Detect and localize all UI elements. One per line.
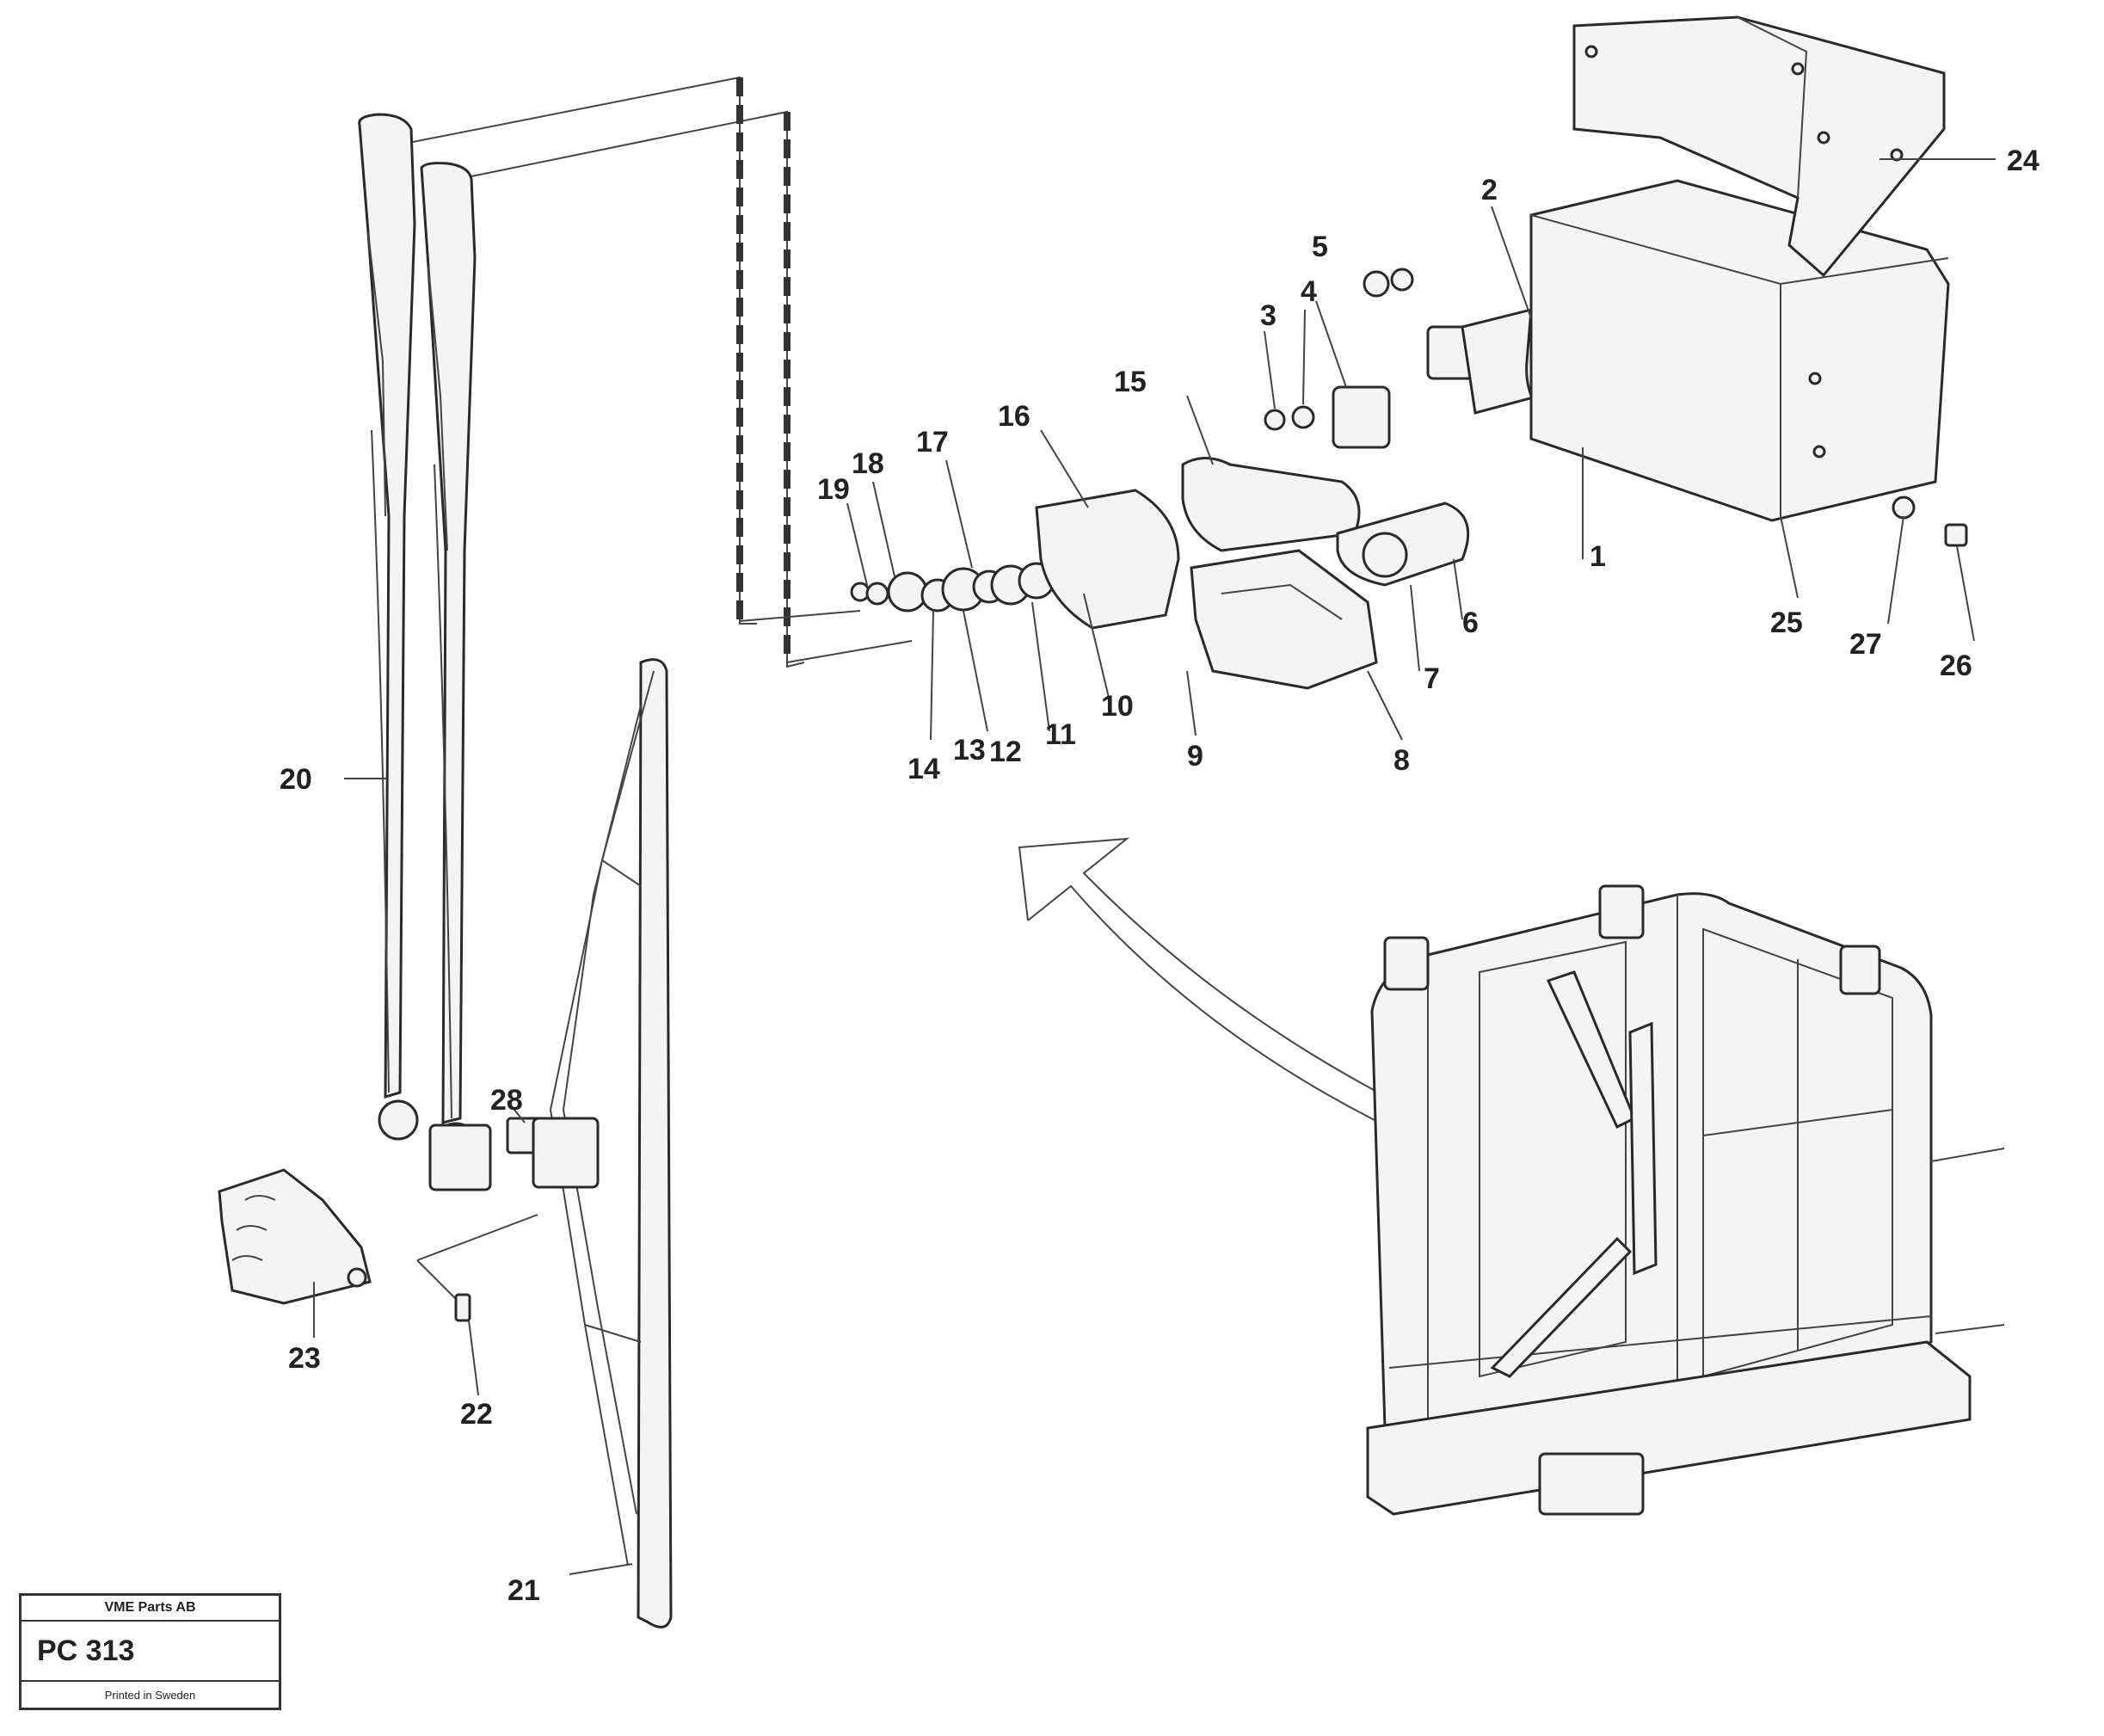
label-11: 11: [1045, 718, 1076, 751]
label-20: 20: [280, 763, 312, 796]
label-17: 17: [916, 426, 949, 459]
label-5: 5: [1312, 231, 1328, 263]
title-block-footer: Printed in Sweden: [104, 1689, 196, 1702]
wiper-arm-assembly: [358, 113, 552, 1191]
label-18: 18: [852, 447, 884, 480]
motor-cover: [1529, 179, 1950, 522]
label-1: 1: [1590, 540, 1606, 573]
label-25: 25: [1770, 606, 1803, 639]
title-block-code: PC 313: [22, 1622, 279, 1682]
label-8: 8: [1393, 744, 1410, 777]
label-10: 10: [1101, 690, 1134, 723]
label-12: 12: [989, 736, 1022, 768]
label-15: 15: [1114, 366, 1147, 398]
motor-shaft-parts: [1264, 268, 1541, 449]
title-block: VME Parts AB PC 313 Printed in Sweden: [19, 1593, 281, 1710]
label-21: 21: [508, 1574, 540, 1607]
mounting-bracket: [218, 1168, 372, 1305]
label-6: 6: [1462, 606, 1479, 639]
screw: [416, 1214, 538, 1322]
label-3: 3: [1260, 299, 1277, 332]
label-13: 13: [953, 734, 986, 766]
label-22: 22: [460, 1398, 493, 1431]
motor-bracket: [1572, 15, 1946, 278]
alignment-lines: [412, 76, 913, 668]
label-2: 2: [1481, 174, 1498, 206]
label-14: 14: [907, 753, 940, 785]
label-24: 24: [2007, 145, 2039, 177]
wiper-blade: [532, 658, 673, 1628]
label-4: 4: [1301, 275, 1317, 308]
label-23: 23: [288, 1342, 321, 1375]
label-26: 26: [1940, 649, 1972, 682]
cover-screws: [1892, 496, 1968, 547]
cab-illustration: [1366, 884, 2005, 1516]
label-28: 28: [490, 1084, 523, 1117]
drive-linkage: [850, 457, 1470, 690]
title-block-header: VME Parts AB: [22, 1596, 279, 1622]
label-27: 27: [1849, 628, 1882, 661]
part-labels: 1 2 3 4 5 6 7 8 9 10 11 12 13 14 15 16 1…: [280, 145, 2039, 1607]
label-19: 19: [817, 473, 850, 506]
label-9: 9: [1187, 740, 1203, 773]
label-16: 16: [998, 400, 1030, 433]
leader-lines: [313, 158, 1996, 1575]
label-7: 7: [1424, 662, 1440, 695]
